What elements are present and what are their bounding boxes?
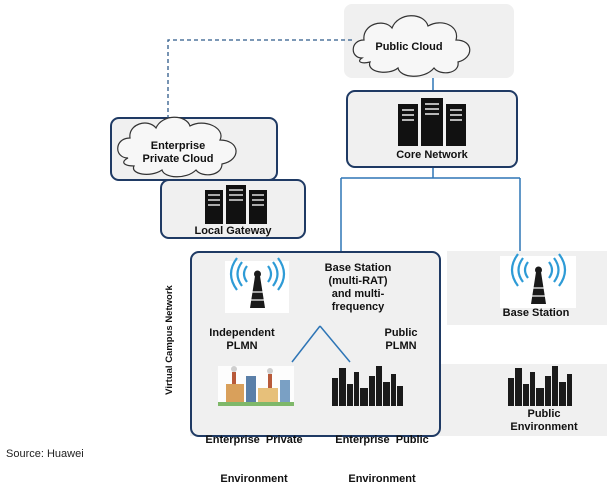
antenna-icon <box>500 253 576 308</box>
server-icon <box>205 185 267 224</box>
enterprise-private-cloud-line-2: Private Cloud <box>142 153 214 165</box>
branch-left <box>291 325 321 363</box>
public-env-label: Public Environment <box>494 408 594 434</box>
enterprise-private-env-line-1: Enterprise Private <box>205 434 303 446</box>
independent-plmn-line-1: Independent <box>209 327 275 339</box>
city-icon <box>508 366 572 406</box>
public-plmn-label: Public PLMN <box>370 327 432 353</box>
public-env-line-1: Public <box>527 408 561 420</box>
dashed-link <box>167 39 352 119</box>
enterprise-private-env-label: Enterprise Private Environment <box>192 408 316 499</box>
base-station-label: Base Station <box>502 307 570 319</box>
source-caption: Source: Huawei <box>6 448 84 460</box>
public-plmn-line-1: Public <box>384 327 418 339</box>
independent-plmn-label: Independent PLMN <box>196 327 288 353</box>
base-station-multi-line-1: Base Station <box>324 262 392 274</box>
public-env-line-2: Environment <box>510 421 578 433</box>
enterprise-private-env-line-2: Environment <box>220 473 288 485</box>
base-station-multi-line-2: (multi-RAT) <box>328 275 388 287</box>
city-icon <box>332 366 403 406</box>
virtual-campus-network-label: Virtual Campus Network <box>164 285 175 395</box>
cloud-icon <box>117 116 237 178</box>
cloud-icon <box>352 15 471 77</box>
base-station-multi-line-4: frequency <box>331 301 385 313</box>
factory-icon <box>218 366 294 406</box>
diagram-canvas <box>117 15 576 406</box>
core-network-label: Core Network <box>396 149 468 161</box>
base-station-multi-line-3: and multi- <box>331 288 385 300</box>
enterprise-public-env-line-2: Environment <box>348 473 416 485</box>
enterprise-private-cloud-label: Enterprise Private Cloud <box>130 140 226 166</box>
enterprise-public-env-line-1: Enterprise Public <box>335 434 429 446</box>
public-cloud-label: Public Cloud <box>375 41 443 53</box>
branch-right <box>319 325 351 363</box>
enterprise-public-env-label: Enterprise Public Environment <box>318 408 446 499</box>
antenna-icon <box>225 257 289 313</box>
enterprise-private-cloud-line-1: Enterprise <box>150 140 206 152</box>
local-gateway-label: Local Gateway <box>194 225 272 237</box>
public-plmn-line-2: PLMN <box>385 340 417 352</box>
independent-plmn-line-2: PLMN <box>226 340 258 352</box>
base-station-multi-label: Base Station (multi-RAT) and multi- freq… <box>310 262 406 314</box>
server-icon <box>398 98 466 146</box>
